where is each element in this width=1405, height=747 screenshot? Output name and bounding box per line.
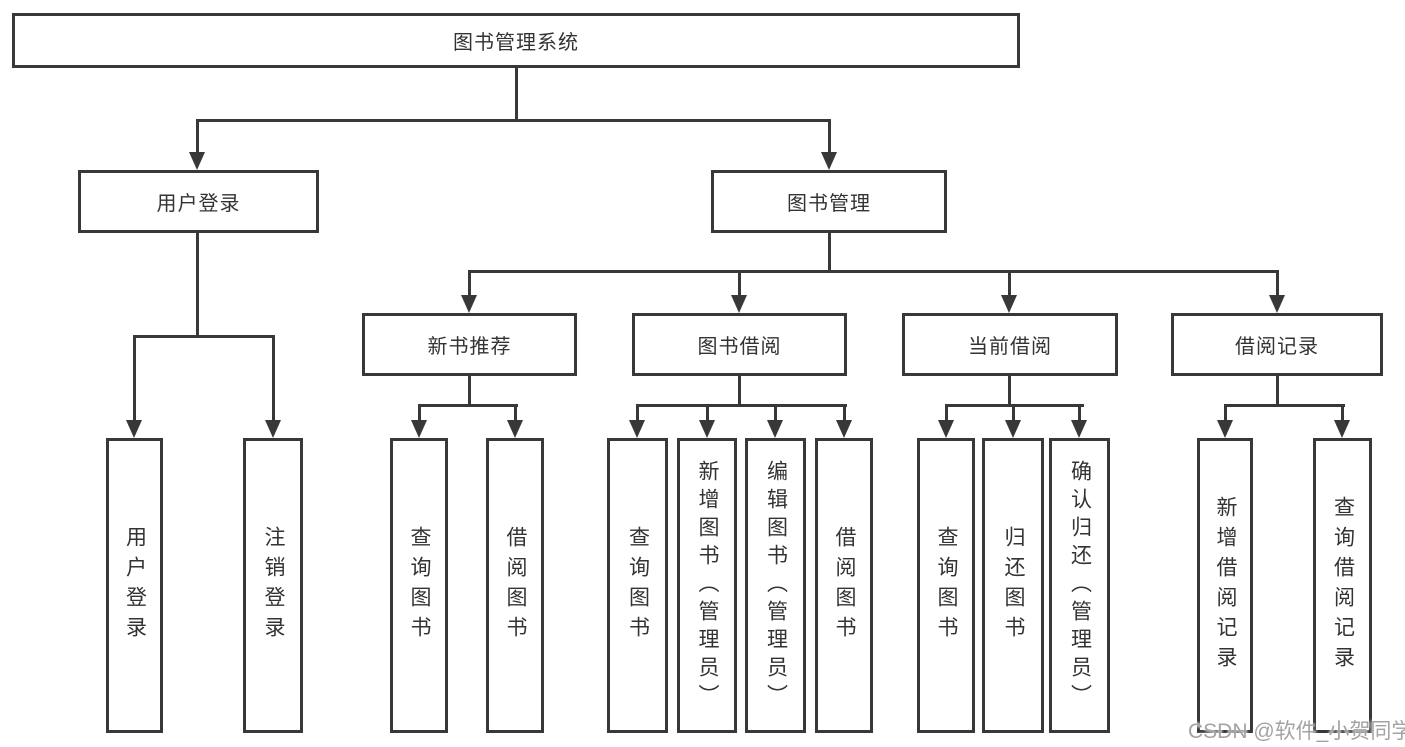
leaf-user-login: 用户登录 — [106, 438, 163, 733]
connector-line — [133, 335, 275, 338]
arrow-down-icon — [507, 420, 523, 438]
leaf-recommend-query-books: 查询图书 — [390, 438, 448, 733]
connector-line — [1012, 404, 1015, 422]
leaf-borrow-edit-books-admin: 编辑图书（管理员） — [745, 438, 806, 733]
node-book-management: 图书管理 — [711, 170, 947, 233]
node-root-library-system: 图书管理系统 — [12, 13, 1020, 68]
connector-line — [1224, 404, 1345, 407]
connector-line — [1224, 404, 1227, 422]
connector-line — [738, 376, 741, 407]
arrow-down-icon — [411, 420, 427, 438]
connector-line — [1008, 376, 1011, 407]
connector-line — [515, 68, 518, 122]
connector-line — [468, 376, 471, 407]
arrow-down-icon — [1334, 420, 1350, 438]
node-borrow-records: 借阅记录 — [1171, 313, 1383, 376]
arrow-down-icon — [938, 420, 954, 438]
arrow-down-icon — [1001, 295, 1017, 313]
connector-line — [1276, 270, 1279, 297]
connector-line — [738, 270, 741, 297]
connector-line — [196, 119, 831, 122]
leaf-current-confirm-return-admin: 确认归还（管理员） — [1049, 438, 1110, 733]
leaf-current-query-books: 查询图书 — [917, 438, 975, 733]
arrow-down-icon — [629, 420, 645, 438]
leaf-borrow-add-books-admin: 新增图书（管理员） — [677, 438, 737, 733]
connector-line — [1276, 376, 1279, 407]
leaf-borrow-borrow-books: 借阅图书 — [815, 438, 873, 733]
connector-line — [418, 404, 518, 407]
node-book-borrow: 图书借阅 — [632, 313, 847, 376]
arrow-down-icon — [731, 295, 747, 313]
arrow-down-icon — [461, 295, 477, 313]
connector-line — [468, 270, 471, 297]
arrow-down-icon — [1269, 295, 1285, 313]
connector-line — [514, 404, 517, 422]
connector-line — [774, 404, 777, 422]
connector-line — [196, 119, 199, 154]
connector-line — [706, 404, 709, 422]
arrow-down-icon — [1217, 420, 1233, 438]
node-new-book-recommend: 新书推荐 — [362, 313, 577, 376]
node-user-login: 用户登录 — [78, 170, 319, 233]
connector-line — [636, 404, 847, 407]
connector-line — [272, 335, 275, 422]
connector-line — [636, 404, 639, 422]
leaf-logout: 注销登录 — [243, 438, 303, 733]
arrow-down-icon — [1071, 420, 1087, 438]
arrow-down-icon — [699, 420, 715, 438]
leaf-records-query-record: 查询借阅记录 — [1313, 438, 1372, 733]
node-current-borrow: 当前借阅 — [902, 313, 1118, 376]
connector-line — [828, 233, 831, 272]
connector-line — [196, 233, 199, 337]
connector-line — [843, 404, 846, 422]
arrow-down-icon — [189, 152, 205, 170]
arrow-down-icon — [265, 420, 281, 438]
connector-line — [1008, 270, 1011, 297]
arrow-down-icon — [126, 420, 142, 438]
arrow-down-icon — [821, 152, 837, 170]
csdn-watermark: CSDN @软件_小贺同学 — [1188, 720, 1405, 743]
leaf-records-add-record: 新增借阅记录 — [1197, 438, 1253, 733]
leaf-recommend-borrow-books: 借阅图书 — [486, 438, 544, 733]
connector-line — [828, 119, 831, 154]
connector-line — [945, 404, 948, 422]
arrow-down-icon — [836, 420, 852, 438]
connector-line — [1078, 404, 1081, 422]
arrow-down-icon — [1005, 420, 1021, 438]
arrow-down-icon — [767, 420, 783, 438]
connector-line — [1341, 404, 1344, 422]
connector-line — [133, 335, 136, 422]
connector-line — [468, 270, 1279, 273]
leaf-borrow-query-books: 查询图书 — [607, 438, 668, 733]
connector-line — [418, 404, 421, 422]
leaf-current-return-books: 归还图书 — [982, 438, 1044, 733]
